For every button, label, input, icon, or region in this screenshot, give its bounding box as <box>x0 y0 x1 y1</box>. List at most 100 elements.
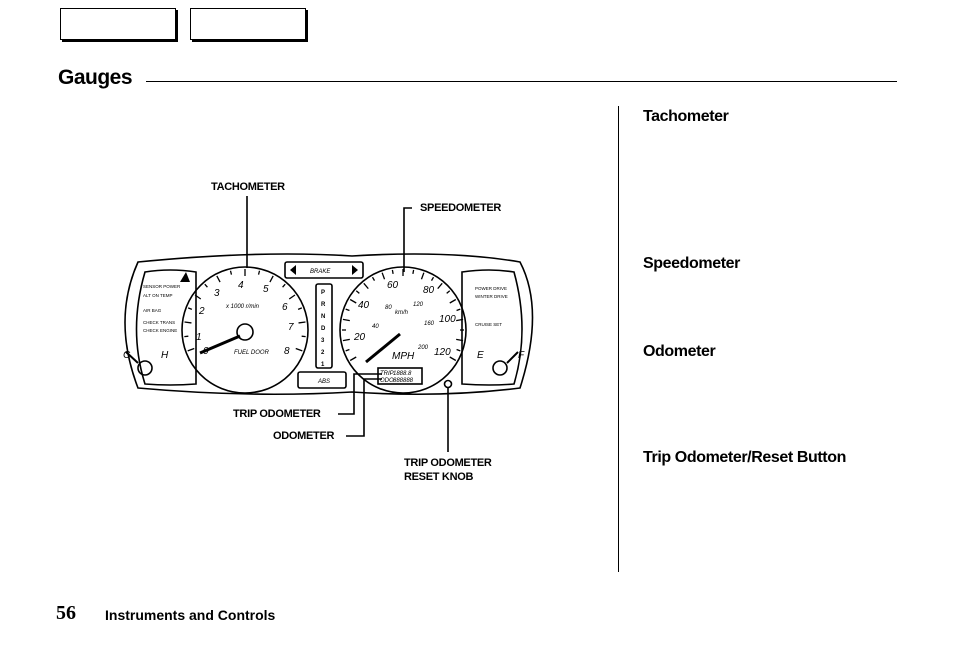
speedometer-leader <box>403 207 412 272</box>
speed-kmh-120: 120 <box>413 302 424 308</box>
fuel-f-label: F <box>518 350 525 361</box>
gear-1: 1 <box>321 362 325 368</box>
tach-num-8: 8 <box>284 346 290 357</box>
gear-indicator-column <box>315 283 333 369</box>
odo-odo-value: 888888 <box>393 378 414 384</box>
callout-trip-odometer: TRIP ODOMETER <box>233 408 321 420</box>
tachometer-tick <box>295 347 303 352</box>
section-title: Instruments and Controls <box>105 607 276 623</box>
heading-trip-odometer-reset-button: Trip Odometer/Reset Button <box>643 449 846 466</box>
speedometer-tick <box>449 298 457 304</box>
gear-d: D <box>321 326 326 332</box>
fuel-gauge-hub <box>492 360 508 376</box>
light-cruise-set: CRUISE SET <box>475 322 502 327</box>
speedometer-needle <box>365 332 401 364</box>
speedometer-tick <box>371 276 376 281</box>
speedometer-tick <box>456 308 461 312</box>
light-winter-drive: WINTER DRIVE <box>475 294 508 299</box>
heading-odometer: Odometer <box>643 343 716 360</box>
speedometer-tick <box>342 318 350 322</box>
tachometer-hub <box>236 323 254 341</box>
brake-label: BRAKE <box>310 269 331 275</box>
speed-kmh-160: 160 <box>424 321 435 327</box>
tach-num-2: 2 <box>198 306 205 317</box>
callout-reset-knob-line2: RESET KNOB <box>404 471 474 483</box>
tachometer-tick <box>229 270 233 275</box>
left-turn-arrow-icon <box>290 265 296 275</box>
callout-speedometer: SPEEDOMETER <box>420 202 502 214</box>
gear-3: 3 <box>321 338 325 344</box>
callout-reset-knob-line1: TRIP ODOMETER <box>404 457 492 469</box>
tachometer-tick <box>297 307 303 310</box>
light-sensor-power: SENSOR POWER <box>143 284 181 289</box>
temp-c-label: C <box>123 350 131 361</box>
tach-num-0: 0 <box>203 346 209 357</box>
callout-tachometer: TACHOMETER <box>211 181 285 193</box>
page-number: 56 <box>56 602 76 624</box>
speedometer-tick <box>456 348 461 352</box>
right-warning-panel <box>461 269 523 386</box>
tachometer-tick <box>184 321 192 324</box>
speedometer-tick <box>412 269 415 274</box>
nav-next-button[interactable] <box>190 8 306 40</box>
speedometer-tick <box>355 290 360 294</box>
speed-mph-120: 120 <box>434 347 451 358</box>
speedometer-tick <box>363 282 369 290</box>
right-turn-arrow-icon <box>352 265 358 275</box>
title-rule <box>146 81 897 82</box>
light-power-drive: POWER DRIVE <box>475 286 507 291</box>
key-icon <box>180 272 190 282</box>
speedometer-tick <box>381 272 386 280</box>
light-check-trans: CHECK TRANS <box>143 320 175 325</box>
speedometer-tick <box>449 356 457 362</box>
fuel-door-label: FUEL DOOR <box>234 350 270 356</box>
speedometer-tick <box>349 298 357 304</box>
speedometer-tick <box>342 338 350 342</box>
gear-p: P <box>321 290 325 296</box>
abs-box <box>297 371 347 389</box>
speed-unit: MPH <box>392 351 415 362</box>
tach-num-3: 3 <box>214 288 220 299</box>
heading-tachometer: Tachometer <box>643 108 729 125</box>
kmh-unit: km/h <box>395 310 409 316</box>
abs-label: ABS <box>317 379 330 385</box>
speedometer-tick <box>446 290 451 294</box>
speedometer-tick <box>345 308 350 312</box>
gear-2: 2 <box>321 350 325 356</box>
tach-num-6: 6 <box>282 302 288 313</box>
speed-kmh-80: 80 <box>385 305 392 311</box>
tach-num-5: 5 <box>263 284 269 295</box>
speed-kmh-200: 200 <box>417 345 429 351</box>
gear-n: N <box>321 314 325 320</box>
nav-prev-button[interactable] <box>60 8 176 40</box>
speedometer-tick <box>420 272 425 280</box>
temp-h-label: H <box>161 350 169 361</box>
speedometer-tick <box>430 276 435 281</box>
reset-knob <box>443 379 453 389</box>
tachometer-tick <box>269 275 274 283</box>
speed-mph-100: 100 <box>439 314 456 325</box>
tachometer-tick <box>194 294 202 300</box>
left-warning-panel <box>135 269 197 386</box>
odo-trip-value: 1888.8 <box>393 371 412 377</box>
odometer-window <box>377 367 423 385</box>
tachometer-tick <box>204 283 208 288</box>
speedometer-tick <box>349 356 357 362</box>
callout-reset-knob: TRIP ODOMETER RESET KNOB <box>404 456 492 484</box>
speed-kmh-40: 40 <box>372 324 379 330</box>
speedometer-dial <box>339 266 467 394</box>
page-title: Gauges <box>58 66 133 89</box>
tachometer-tick <box>257 270 261 275</box>
tachometer-tick <box>187 307 193 310</box>
tach-num-7: 7 <box>288 322 294 333</box>
speed-mph-60: 60 <box>387 280 399 291</box>
tach-unit: x 1000 r/min <box>225 304 260 310</box>
temp-gauge-hub <box>137 360 153 376</box>
light-air-bag: AIR BAG <box>143 308 162 313</box>
speed-mph-80: 80 <box>423 285 435 296</box>
speedometer-tick <box>437 282 443 290</box>
fuel-e-label: E <box>477 350 484 361</box>
tachometer-tick <box>298 321 306 324</box>
cluster-outer-housing <box>124 253 534 396</box>
